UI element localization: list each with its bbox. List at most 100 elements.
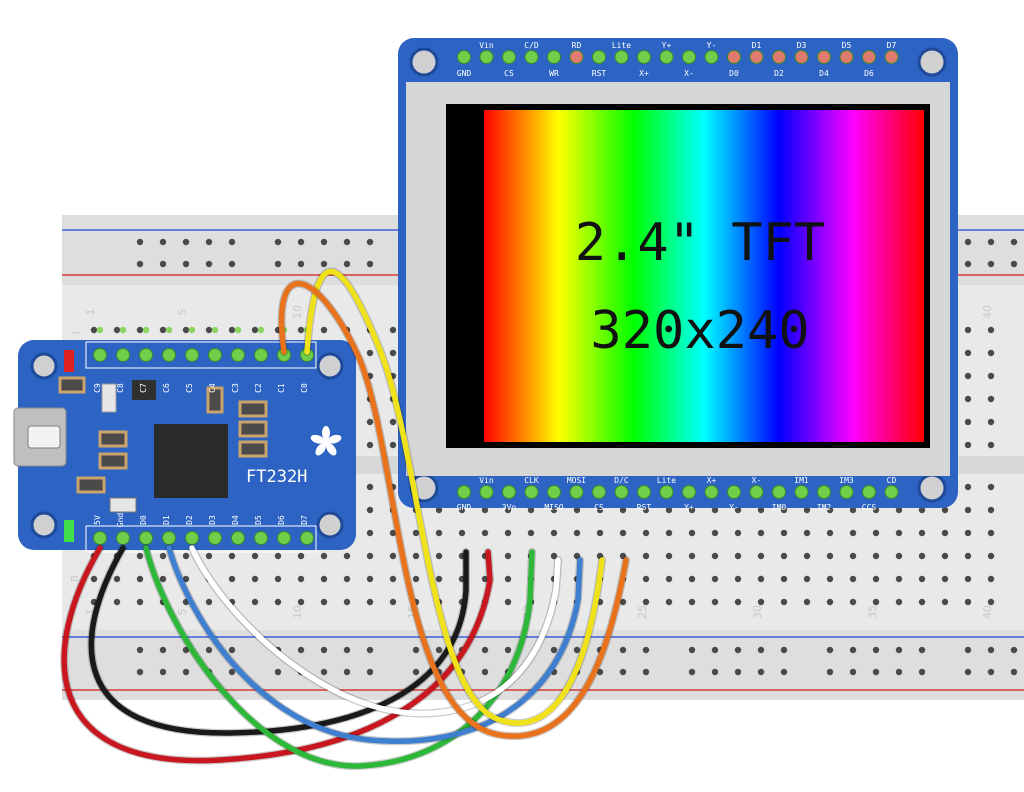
- pin-label: D1: [752, 41, 762, 50]
- pin-label: D0: [729, 69, 739, 78]
- jumper-wire: [304, 268, 605, 726]
- breadboard-hole: [481, 646, 489, 654]
- breadboard-hole: [573, 646, 581, 654]
- breadboard-hole: [550, 506, 558, 514]
- breadboard-hole: [803, 506, 811, 514]
- breadboard-hole: [849, 598, 857, 606]
- breadboard-hole: [343, 598, 351, 606]
- breadboard-hole: [895, 575, 903, 583]
- regulator-chip: [132, 380, 156, 400]
- header-pin: [637, 50, 651, 64]
- pin-label: C4: [208, 383, 217, 393]
- breadboard-hole: [435, 529, 443, 537]
- column-number-bottom: 25: [636, 605, 649, 619]
- header-pin: [185, 531, 199, 545]
- mount-hole-icon: [30, 352, 58, 380]
- breadboard-hole: [297, 552, 305, 560]
- breadboard-hole: [504, 598, 512, 606]
- breadboard-hole: [872, 575, 880, 583]
- breadboard-hole: [734, 646, 742, 654]
- breadboard-hole: [987, 441, 995, 449]
- breadboard-hole: [964, 441, 972, 449]
- breadboard-hole: [826, 575, 834, 583]
- breadboard-hole: [918, 506, 926, 514]
- column-number-bottom: 5: [176, 609, 189, 616]
- breadboard-hole: [688, 529, 696, 537]
- breadboard-hole: [987, 506, 995, 514]
- header-pin: [794, 485, 809, 499]
- header-pin: [479, 50, 494, 64]
- row-letter: B: [70, 575, 81, 582]
- breadboard-hole: [964, 326, 972, 334]
- column-number-bottom: 10: [291, 605, 304, 619]
- breadboard-hole: [642, 598, 650, 606]
- header-pin: [162, 348, 176, 362]
- header-pin: [839, 50, 854, 64]
- breadboard-hole: [803, 575, 811, 583]
- column-number-top: 40: [981, 305, 994, 319]
- header-pin: [569, 485, 584, 499]
- header-pin: [884, 485, 899, 499]
- ft232h-top-header-outline: [85, 341, 317, 369]
- breadboard-hole: [182, 668, 190, 676]
- breadboard-hole: [918, 552, 926, 560]
- resistor: [58, 376, 86, 394]
- header-pin: [817, 50, 831, 64]
- breadboard-hole: [366, 349, 374, 357]
- breadboard-hole: [642, 646, 650, 654]
- jumper-wire: [61, 545, 493, 764]
- breadboard-hole: [665, 598, 673, 606]
- breadboard-hole: [389, 418, 397, 426]
- header-pin: [592, 485, 606, 499]
- breadboard-hole: [918, 646, 926, 654]
- breadboard-hole: [113, 575, 121, 583]
- breadboard-hole: [987, 260, 995, 268]
- pin-label: MISO: [544, 503, 563, 512]
- breadboard-hole: [964, 552, 972, 560]
- tft-title-line2: 320x240: [590, 301, 809, 361]
- pin-label: CS: [594, 503, 604, 512]
- ft232h-chip: [154, 424, 228, 498]
- header-pin: [682, 485, 696, 499]
- pin-label: C2: [254, 383, 263, 393]
- pin-label: CLK: [524, 476, 539, 485]
- jumper-wire: [143, 545, 535, 769]
- breadboard-hole: [234, 326, 242, 334]
- header-pin: [659, 485, 674, 499]
- breadboard-hole: [826, 529, 834, 537]
- breadboard-hole: [872, 598, 880, 606]
- breadboard-hole: [320, 238, 328, 246]
- ft232h-label: FT232H: [246, 467, 307, 487]
- header-pin: [839, 485, 854, 499]
- breadboard-hole: [780, 506, 788, 514]
- breadboard-hole: [941, 575, 949, 583]
- breadboard-hole: [826, 668, 834, 676]
- breadboard-hole: [918, 668, 926, 676]
- breadboard-hole: [734, 668, 742, 676]
- breadboard-hole: [366, 506, 374, 514]
- header-pin: [592, 50, 606, 64]
- pin-label: Gnd: [116, 513, 125, 528]
- breadboard-hole: [665, 506, 673, 514]
- breadboard-hole: [366, 598, 374, 606]
- breadboard-hole: [573, 552, 581, 560]
- breadboard-hole: [136, 668, 144, 676]
- breadboard-hole: [964, 598, 972, 606]
- pin-label: D7: [300, 515, 309, 525]
- pin-label: Vin: [479, 41, 494, 50]
- breadboard-hole: [297, 575, 305, 583]
- crystal: [101, 383, 117, 413]
- header-pin: [231, 348, 245, 362]
- breadboard-hole: [596, 668, 604, 676]
- breadboard-hole: [964, 349, 972, 357]
- breadboard-hole: [987, 418, 995, 426]
- breadboard-hole: [90, 575, 98, 583]
- breadboard-hole: [711, 575, 719, 583]
- breadboard-hole: [987, 529, 995, 537]
- breadboard-hole: [412, 529, 420, 537]
- pin-label: C7: [139, 383, 148, 393]
- breadboard-hole: [527, 506, 535, 514]
- breadboard-hole: [159, 326, 167, 334]
